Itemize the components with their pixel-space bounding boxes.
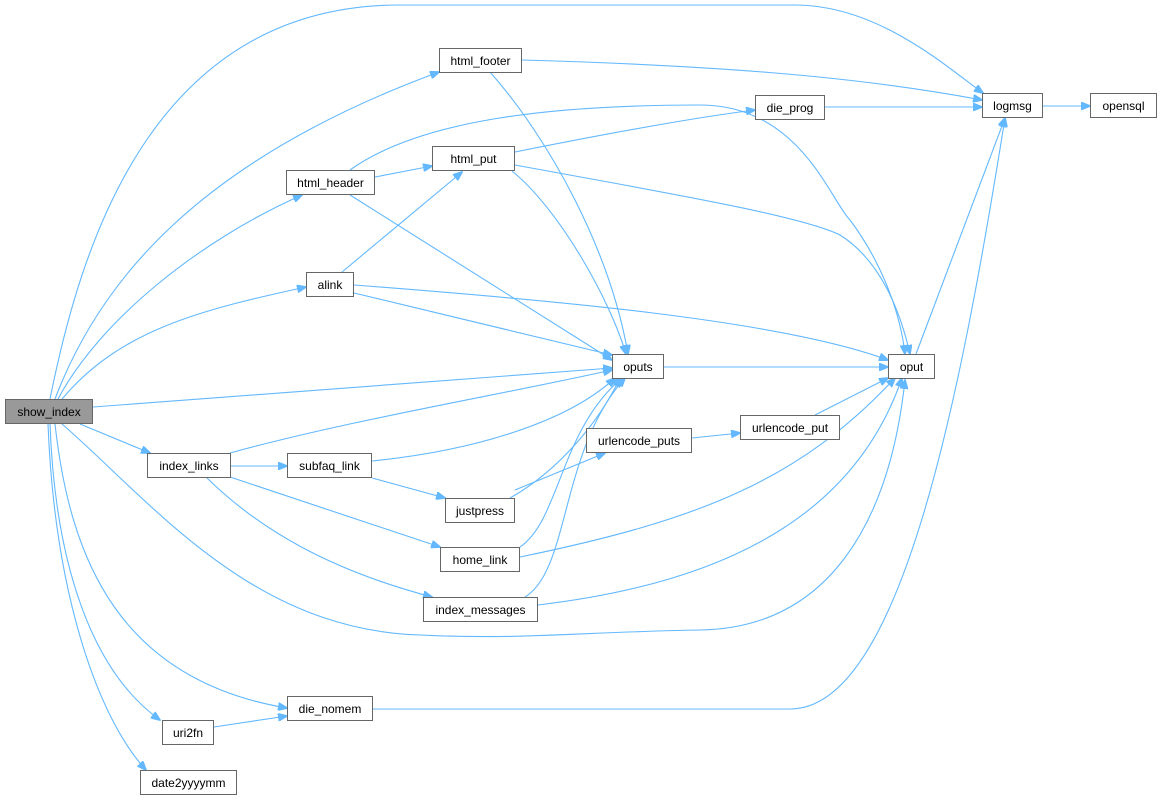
node-uri2fn[interactable]: uri2fn [162,720,214,745]
node-html_header[interactable]: html_header [286,170,375,195]
edge-html_footer-oputs [489,71,628,354]
node-html_put[interactable]: html_put [432,146,515,171]
edge-html_header-html_put [374,166,432,178]
node-urlencode_puts[interactable]: urlencode_puts [586,428,692,453]
edge-html_header-oputs [349,194,612,360]
edge-index_links-home_link [229,476,440,547]
edge-show_index-oput [61,380,905,638]
edge-show_index-html_footer [54,72,439,400]
node-logmsg[interactable]: logmsg [982,93,1043,118]
edge-html_put-die_prog [514,110,755,153]
edge-show_index-die_nomem [54,423,287,708]
edge-show_index-alink [61,287,306,400]
edge-subfaq_link-justpress [371,477,445,498]
node-opensql[interactable]: opensql [1090,93,1157,118]
node-oputs[interactable]: oputs [612,354,664,379]
node-index_links[interactable]: index_links [147,453,231,478]
edge-show_index-index_links [79,423,150,453]
edge-html_put-oput [514,164,910,354]
edge-home_link-oput [519,378,895,558]
edge-oput-logmsg [915,118,1005,355]
edge-show_index-date2yyyymm [47,423,146,770]
node-subfaq_link[interactable]: subfaq_link [287,453,372,478]
node-date2yyyymm[interactable]: date2yyyymm [140,770,237,795]
edge-alink-html_put [341,172,462,273]
node-die_nomem[interactable]: die_nomem [287,696,373,721]
node-html_footer[interactable]: html_footer [439,48,522,73]
node-home_link[interactable]: home_link [440,547,520,572]
edge-index_links-index_messages [206,477,432,597]
edge-uri2fn-die_nomem [213,716,287,728]
edge-alink-oput [353,284,888,360]
node-oput[interactable]: oput [888,354,935,379]
node-index_messages[interactable]: index_messages [423,597,538,622]
edge-urlencode_puts-urlencode_put [691,433,740,439]
edge-html_put-oputs [511,170,626,354]
edge-show_index-uri2fn [49,423,160,720]
edge-urlencode_put-oput [814,378,888,416]
edge-show_index-logmsg [49,4,983,400]
edge-html_header-oput [349,104,905,354]
node-show_index[interactable]: show_index [5,399,93,424]
edge-index_messages-oput [537,378,902,606]
edge-justpress-oputs [509,378,620,499]
edge-index_links-oputs [229,370,612,454]
node-die_prog[interactable]: die_prog [755,95,825,120]
edge-html_footer-logmsg [521,59,982,100]
edge-alink-oputs [353,292,612,355]
edge-home_link-oputs [519,378,622,548]
edge-show_index-oputs [92,368,612,408]
edge-show_index-html_header [57,195,302,400]
edge-justpress-urlencode_puts [514,453,605,491]
edge-index_messages-oputs [524,378,625,598]
node-alink[interactable]: alink [306,272,354,297]
node-urlencode_put[interactable]: urlencode_put [740,415,840,440]
edge-die_nomem-logmsg [373,118,1005,710]
edge-subfaq_link-oputs [371,378,615,462]
node-justpress[interactable]: justpress [445,498,515,523]
